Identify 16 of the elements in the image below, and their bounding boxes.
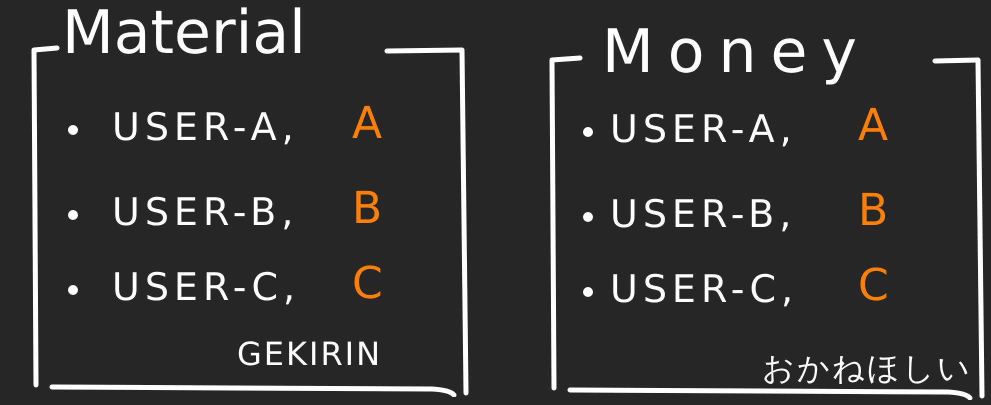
grade-letter: B xyxy=(352,187,382,231)
list-item: USER-C, xyxy=(610,270,798,308)
grade-letter: C xyxy=(858,264,889,308)
grade-letter: C xyxy=(352,262,383,306)
list-item: USER-A, xyxy=(610,110,797,148)
list-item: USER-B, xyxy=(610,195,796,233)
panel-heading: Material xyxy=(62,3,306,63)
handwritten-note: GEKIRIN xyxy=(237,338,382,370)
grade-letter: B xyxy=(858,189,888,233)
list-item: USER-C, xyxy=(112,268,300,306)
panel-heading: Money xyxy=(602,22,871,82)
handwritten-note: おかねほしい xyxy=(762,352,972,384)
grade-letter: A xyxy=(352,102,382,146)
grade-letter: A xyxy=(858,104,888,148)
list-item: USER-A, xyxy=(112,108,299,146)
list-item: USER-B, xyxy=(112,193,298,231)
